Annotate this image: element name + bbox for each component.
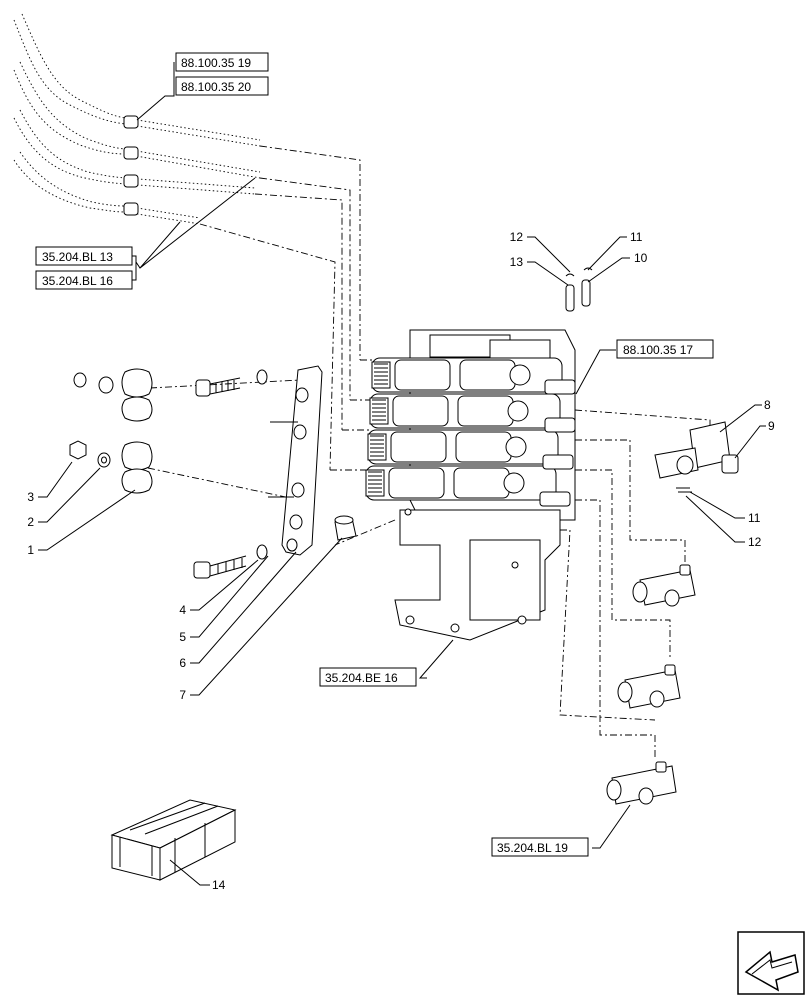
callout-5: 5 — [179, 630, 186, 644]
callout-8: 8 — [764, 398, 771, 412]
svg-text:35.204.BL 13: 35.204.BL 13 — [42, 250, 113, 264]
svg-text:35.204.BE 16: 35.204.BE 16 — [325, 671, 398, 685]
reference-box-88-100-35-17[interactable]: 88.100.35 17 — [616, 339, 714, 359]
reference-box-35-204-be-16[interactable]: 35.204.BE 16 — [319, 667, 417, 687]
next-page-arrow-icon[interactable] — [737, 931, 805, 995]
callout-4: 4 — [179, 603, 186, 617]
callout-7: 7 — [179, 688, 186, 702]
callout-3: 3 — [27, 490, 34, 504]
reference-box-35-204-bl-19[interactable]: 35.204.BL 19 — [491, 837, 589, 857]
fasteners-left — [69, 368, 357, 579]
spool-section-2 — [369, 393, 561, 429]
callout-10: 10 — [634, 251, 648, 265]
callout-11-top: 11 — [630, 230, 643, 244]
reference-box-88-100-35-20[interactable]: 88.100.35 20 — [175, 76, 269, 96]
mounting-bracket — [268, 365, 323, 556]
hose-fittings-right — [606, 564, 696, 805]
callout-2: 2 — [27, 515, 34, 529]
callout-1: 1 — [27, 543, 34, 557]
spool-section-3 — [367, 429, 559, 465]
leader-lines — [38, 62, 766, 886]
svg-text:35.204.BL 16: 35.204.BL 16 — [42, 274, 113, 288]
coupler-assembly — [654, 421, 739, 493]
callout-numbers: 3 2 1 4 5 6 7 8 9 11 12 12 13 11 10 14 — [27, 230, 775, 892]
svg-text:88.100.35 20: 88.100.35 20 — [181, 80, 251, 94]
spool-section-4 — [365, 465, 557, 501]
routing-lines — [147, 145, 711, 760]
callout-11-right: 11 — [748, 511, 761, 525]
small-parts-top — [565, 267, 593, 312]
callout-14: 14 — [212, 878, 226, 892]
callout-6: 6 — [179, 656, 186, 670]
svg-text:88.100.35 17: 88.100.35 17 — [623, 343, 693, 357]
spool-section-1 — [371, 357, 563, 393]
reference-box-35-204-bl-13[interactable]: 35.204.BL 13 — [35, 246, 133, 266]
callout-12-right: 12 — [748, 535, 762, 549]
svg-text:35.204.BL 19: 35.204.BL 19 — [497, 841, 568, 855]
reference-box-88-100-35-19[interactable]: 88.100.35 19 — [175, 52, 269, 72]
reference-box-35-204-bl-16[interactable]: 35.204.BL 16 — [35, 270, 133, 290]
hydraulic-hoses — [13, 13, 261, 225]
svg-text:88.100.35 19: 88.100.35 19 — [181, 56, 251, 70]
kit-box — [110, 799, 237, 881]
control-valve — [365, 329, 576, 641]
callout-12-top: 12 — [510, 230, 524, 244]
callout-13: 13 — [510, 255, 524, 269]
callout-9: 9 — [768, 419, 775, 433]
